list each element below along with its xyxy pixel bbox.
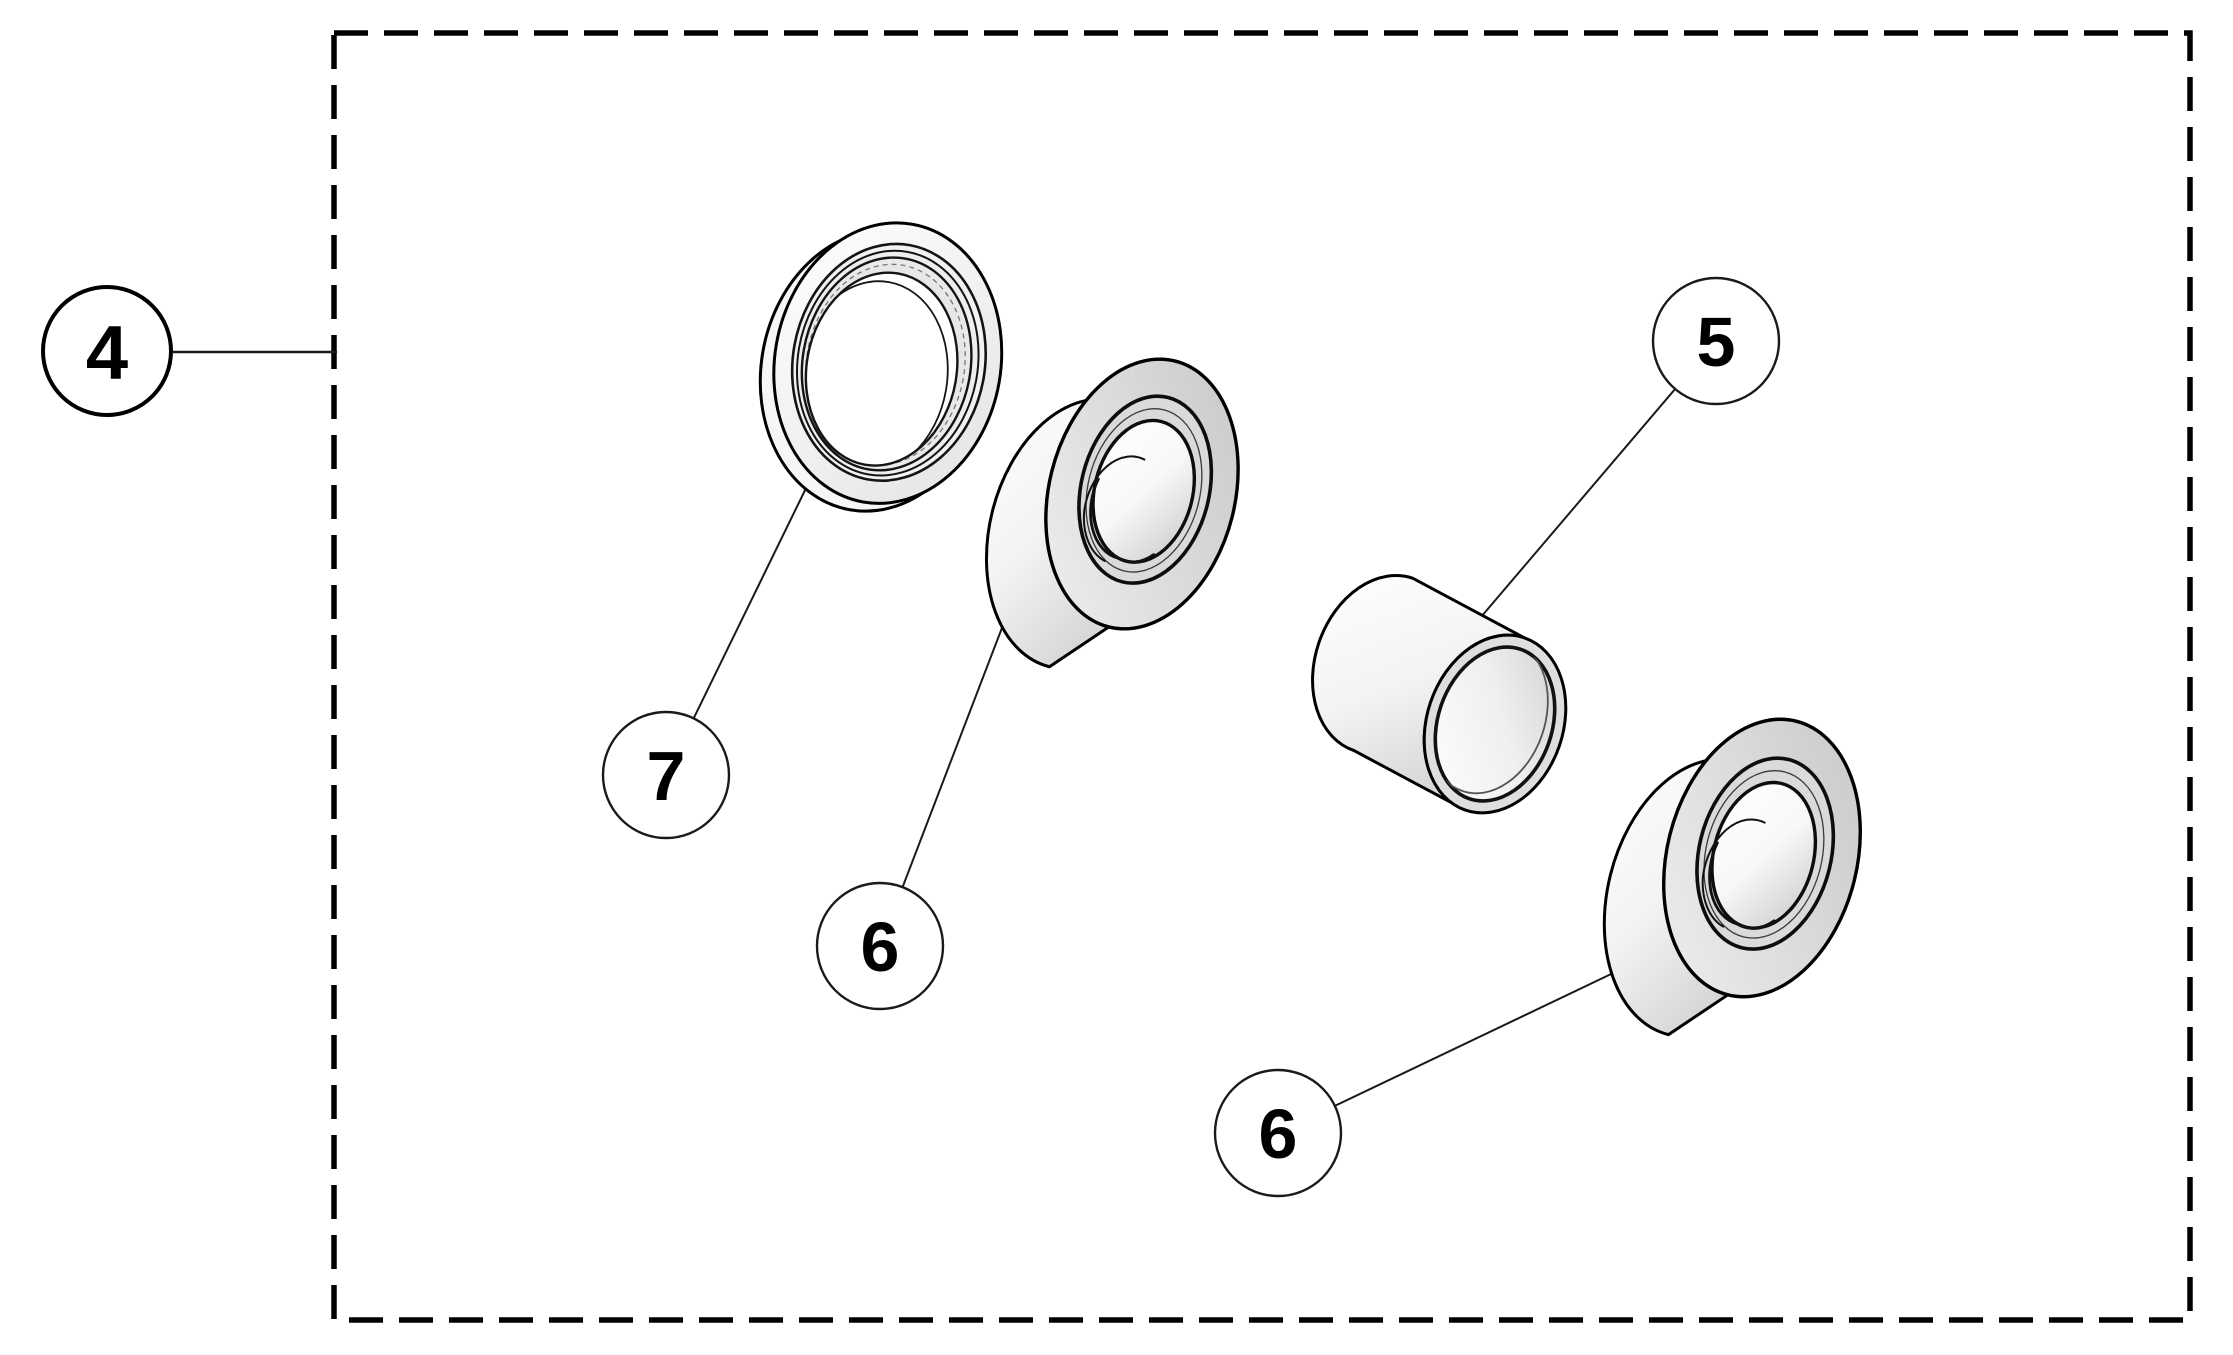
callout-label-4: 4 xyxy=(86,310,128,395)
part-oil-seal xyxy=(758,221,1004,513)
bearing-lower-bore-front-edge xyxy=(1708,841,1776,930)
part-ball-bearing-upper xyxy=(984,357,1240,669)
bearing-upper-bore-back-edge xyxy=(1082,455,1146,562)
callout-balloon-7: 7 xyxy=(601,710,731,840)
callout-balloon-6-upper: 6 xyxy=(815,881,945,1011)
callout-label-6-lower: 6 xyxy=(1259,1095,1298,1173)
callout-label-6-upper: 6 xyxy=(861,908,900,986)
leader-line-6-lower xyxy=(1277,964,1631,1134)
callout-balloon-6-lower: 6 xyxy=(1213,1068,1343,1198)
callout-balloon-4: 4 xyxy=(41,285,173,417)
bearing-upper-bore-front-edge xyxy=(1089,477,1156,564)
bearing-lower-bore-back-edge xyxy=(1701,818,1766,928)
boundary-dashed-box xyxy=(331,30,2193,1323)
bearing-lower-shield-ring xyxy=(1703,770,1825,939)
callout-circle-6-lower xyxy=(1213,1068,1343,1198)
callout-circle-7 xyxy=(601,710,731,840)
part-ball-bearing-lower xyxy=(1602,717,1862,1037)
spacer-bore xyxy=(1433,645,1557,803)
callout-circle-6-upper xyxy=(815,881,945,1011)
bearing-upper-shield-ring xyxy=(1085,408,1203,573)
seal-bore xyxy=(804,271,959,467)
callout-balloon-5: 5 xyxy=(1651,276,1781,406)
callout-circle-5 xyxy=(1651,276,1781,406)
callout-circle-4 xyxy=(41,285,173,417)
callout-label-7: 7 xyxy=(647,737,686,815)
callout-balloons: 4 7 6 5 6 xyxy=(41,276,1781,1198)
part-spacer-sleeve xyxy=(1311,574,1568,815)
callout-label-5: 5 xyxy=(1697,303,1736,381)
